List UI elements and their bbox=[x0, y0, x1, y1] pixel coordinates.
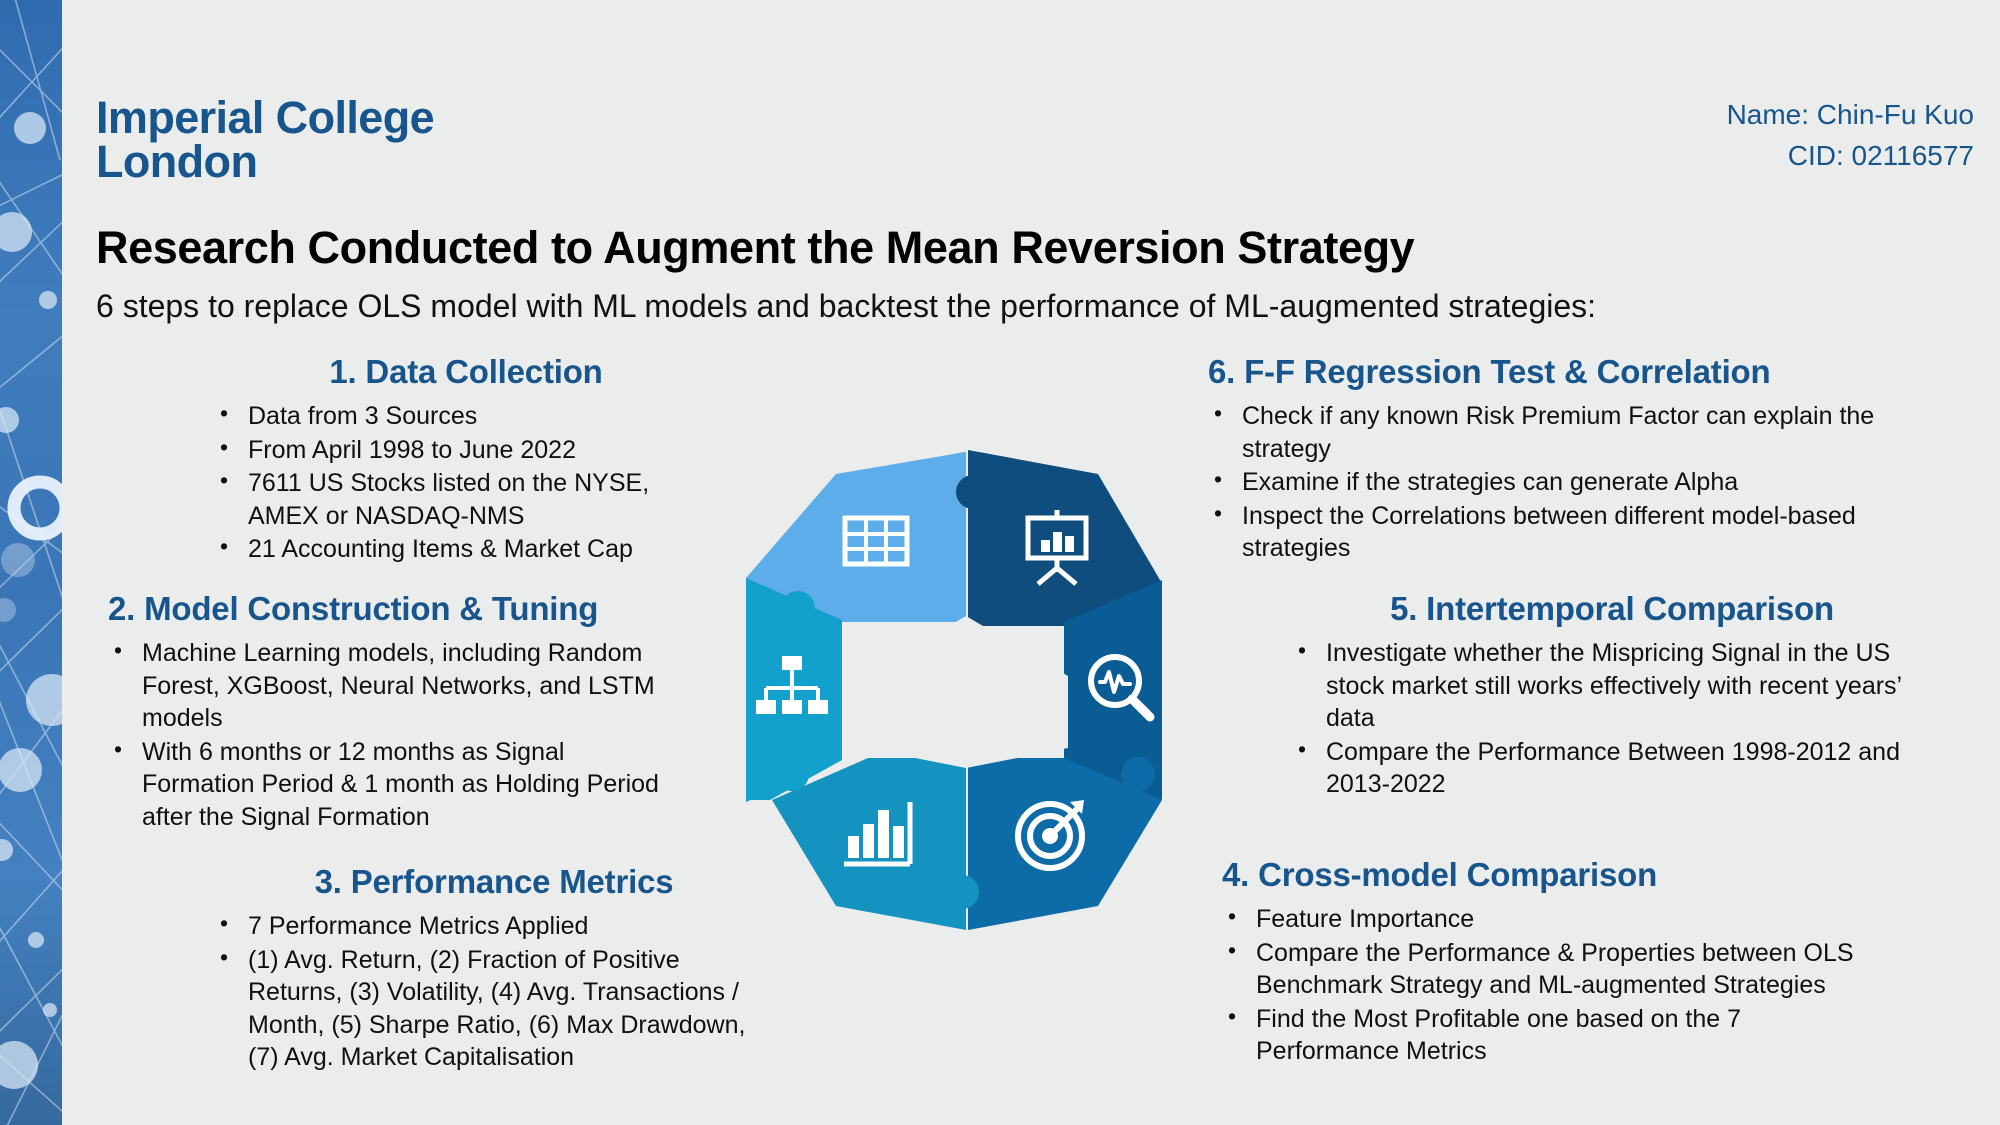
step-4-heading: 4. Cross-model Comparison bbox=[1222, 856, 1658, 893]
list-item: Investigate whether the Mispricing Signa… bbox=[1292, 636, 1932, 735]
wheel-segment-model-construction[interactable] bbox=[746, 578, 842, 802]
wheel-segment-data-collection[interactable] bbox=[746, 452, 990, 622]
step-4-bullets: Feature Importance Compare the Performan… bbox=[1222, 902, 1882, 1068]
list-item: Find the Most Profitable one based on th… bbox=[1222, 1002, 1882, 1068]
target-icon bbox=[1015, 800, 1085, 871]
list-item: With 6 months or 12 months as Signal For… bbox=[108, 735, 668, 834]
wheel-hole bbox=[864, 616, 1068, 768]
step-6-bullets: Check if any known Risk Premium Factor c… bbox=[1208, 399, 1908, 565]
list-item: Feature Importance bbox=[1222, 902, 1882, 936]
step-1-heading: 1. Data Collection bbox=[329, 353, 603, 390]
step-2-heading: 2. Model Construction & Tuning bbox=[108, 590, 599, 627]
imperial-college-london-logo: Imperial College London bbox=[96, 92, 435, 188]
wheel-segment-intertemporal[interactable] bbox=[1064, 580, 1162, 800]
step-6-heading: 6. F-F Regression Test & Correlation bbox=[1208, 353, 1771, 390]
list-item: Machine Learning models, including Rando… bbox=[108, 636, 668, 735]
step-block-1: 1. Data Collection Data from 3 Sources F… bbox=[214, 353, 714, 567]
list-item: From April 1998 to June 2022 bbox=[214, 433, 714, 467]
decorative-network-strip bbox=[0, 0, 62, 1125]
wheel-segment-performance-metrics[interactable] bbox=[772, 757, 979, 930]
step-1-bullets: Data from 3 Sources From April 1998 to J… bbox=[214, 399, 714, 566]
step-block-4: 4. Cross-model Comparison Feature Import… bbox=[1222, 856, 1882, 1069]
step-block-2: 2. Model Construction & Tuning Machine L… bbox=[108, 590, 668, 834]
list-item: Data from 3 Sources bbox=[214, 399, 714, 433]
author-cid: CID: 02116577 bbox=[1787, 140, 1974, 172]
step-block-3: 3. Performance Metrics 7 Performance Met… bbox=[214, 863, 774, 1075]
list-item: Compare the Performance Between 1998-201… bbox=[1292, 735, 1932, 801]
author-name: Name: Chin-Fu Kuo bbox=[1726, 99, 1974, 130]
hexagon-puzzle-wheel bbox=[690, 430, 1210, 950]
step-block-6: 6. F-F Regression Test & Correlation Che… bbox=[1208, 353, 1908, 566]
list-item: (1) Avg. Return, (2) Fraction of Positiv… bbox=[214, 943, 774, 1074]
list-item: Examine if the strategies can generate A… bbox=[1208, 465, 1908, 499]
table-grid-icon bbox=[842, 515, 910, 567]
list-item: Compare the Performance & Properties bet… bbox=[1222, 936, 1882, 1002]
list-item: 21 Accounting Items & Market Cap bbox=[214, 532, 714, 566]
hierarchy-icon bbox=[756, 656, 828, 714]
list-item: 7611 US Stocks listed on the NYSE, AMEX … bbox=[214, 466, 714, 532]
wheel-segment-cross-model[interactable] bbox=[945, 757, 1162, 930]
bar-chart-icon bbox=[844, 802, 913, 867]
list-item: Check if any known Risk Premium Factor c… bbox=[1208, 399, 1908, 465]
step-3-bullets: 7 Performance Metrics Applied (1) Avg. R… bbox=[214, 909, 774, 1074]
list-item: 7 Performance Metrics Applied bbox=[214, 909, 774, 943]
step-block-5: 5. Intertemporal Comparison Investigate … bbox=[1292, 590, 1932, 802]
step-2-bullets: Machine Learning models, including Rando… bbox=[108, 636, 668, 834]
presentation-chart-icon bbox=[1025, 510, 1089, 586]
step-5-bullets: Investigate whether the Mispricing Signa… bbox=[1292, 636, 1932, 801]
step-3-heading: 3. Performance Metrics bbox=[314, 863, 674, 900]
list-item: Inspect the Correlations between differe… bbox=[1208, 499, 1908, 565]
step-5-heading: 5. Intertemporal Comparison bbox=[1390, 590, 1834, 627]
author-meta: Name: Chin-Fu Kuo CID: 02116577 bbox=[1727, 94, 1974, 177]
page-title: Research Conducted to Augment the Mean R… bbox=[96, 222, 1415, 273]
page-subtitle: 6 steps to replace OLS model with ML mod… bbox=[96, 288, 1597, 324]
magnifier-pulse-icon bbox=[1088, 654, 1155, 722]
